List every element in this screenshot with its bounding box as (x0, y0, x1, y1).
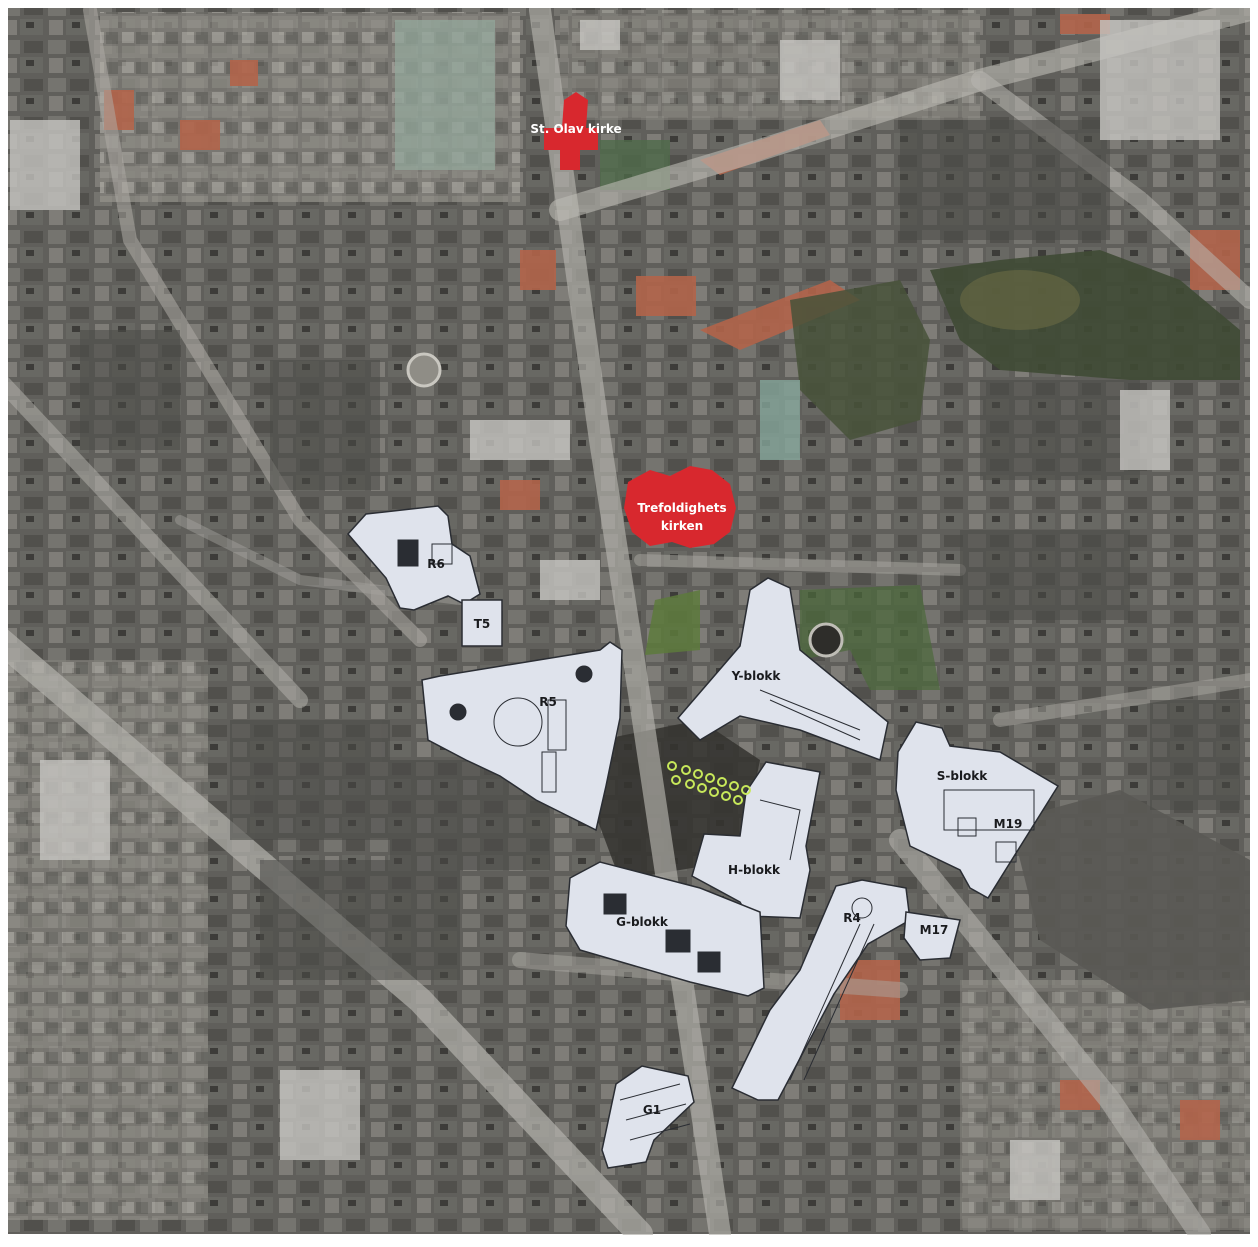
label-g-blokk: G-blokk (616, 915, 669, 929)
label-trefoldighet-1: Trefoldighets (637, 501, 726, 515)
churches (544, 92, 736, 548)
st-olav-church (544, 92, 598, 170)
label-m17: M17 (920, 923, 949, 937)
park-area (406, 140, 1240, 690)
m17-building (903, 911, 961, 961)
label-trefoldighet-2: kirken (661, 519, 703, 533)
label-y-blokk: Y-blokk (731, 669, 782, 683)
label-s-blokk: S-blokk (937, 769, 989, 783)
tree-markers (667, 761, 751, 805)
h-blokk-building (691, 761, 821, 919)
t5-building (461, 599, 503, 647)
label-m19: M19 (994, 817, 1023, 831)
label-st-olav: St. Olav kirke (530, 122, 621, 136)
label-t5: T5 (474, 617, 491, 631)
light-buildings (10, 20, 1220, 1200)
label-r5: R5 (539, 695, 557, 709)
r5-building (421, 641, 623, 832)
label-r6: R6 (427, 557, 445, 571)
plaza (1010, 790, 1250, 1010)
y-blokk-building (676, 577, 889, 762)
label-r4: R4 (843, 911, 861, 925)
trefoldighet-church (624, 466, 736, 548)
building-details (397, 539, 1035, 1141)
r4-building (730, 879, 911, 1101)
label-h-blokk: H-blokk (728, 863, 781, 877)
s-blokk-building (895, 721, 1060, 900)
label-g1: G1 (643, 1103, 661, 1117)
g1-building (601, 1065, 695, 1169)
